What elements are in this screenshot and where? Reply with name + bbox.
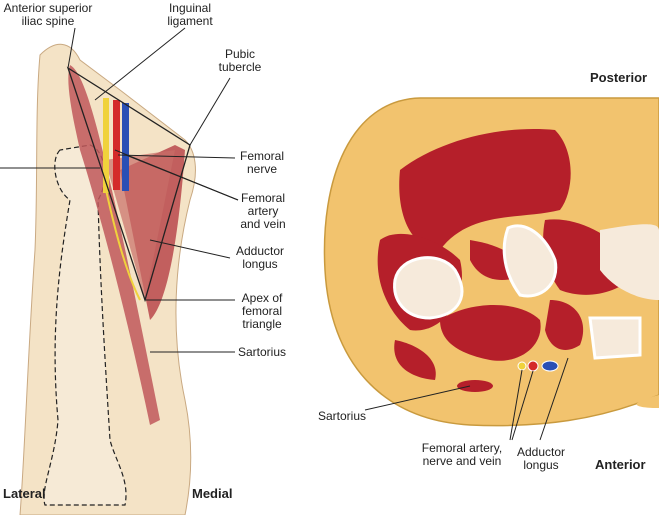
sartorius-section [457, 380, 493, 392]
label-line: Femoral [240, 191, 285, 205]
label-line: artery [247, 204, 279, 218]
label-line: triangle [242, 317, 282, 331]
label-sartorius-left: Sartorius [238, 345, 287, 359]
label-line: tubercle [218, 60, 262, 74]
label-posterior: Posterior [590, 70, 648, 85]
label-line: Anterior superior [3, 1, 93, 15]
label-femoral-vessels-nerve: Femoral artery, nerve and vein [412, 442, 512, 468]
label-pubic-tubercle: Pubic tubercle [212, 48, 268, 74]
label-line: Femoral [239, 149, 284, 163]
label-line: nerve [246, 162, 278, 176]
label-anterior: Anterior [595, 457, 646, 472]
label-adductor-longus: Adductor longus [230, 245, 290, 271]
label-lateral: Lateral [3, 486, 46, 501]
label-line: Femoral artery, [421, 441, 503, 455]
label-adductor-longus-right: Adductor longus [510, 446, 572, 472]
sartorius-muscle [68, 65, 160, 425]
label-medial: Medial [192, 486, 233, 501]
label-line: Pubic [224, 47, 256, 61]
label-femoral-nerve: Femoral nerve [234, 150, 290, 176]
label-line: Adductor [235, 244, 285, 258]
label-line: Adductor [516, 445, 566, 459]
femoral-artery [113, 100, 120, 190]
thigh-anterior-view [0, 27, 239, 515]
label-line: nerve and vein [422, 454, 502, 468]
label-line: iliac spine [21, 14, 75, 28]
label-apex-femoral-triangle: Apex of femoral triangle [234, 292, 290, 331]
label-line: and vein [240, 217, 286, 231]
label-line: femoral [241, 304, 282, 318]
label-sartorius-right: Sartorius [318, 409, 367, 423]
label-asis: Anterior superior iliac spine [0, 2, 96, 28]
label-inguinal-ligament: Inguinal ligament [160, 2, 220, 28]
label-line: ligament [167, 14, 213, 28]
label-femoral-artery-vein: Femoral artery and vein [236, 192, 290, 231]
femoral-vein [122, 103, 129, 191]
label-line: Inguinal [168, 1, 212, 15]
femoral-nerve [103, 98, 109, 193]
label-line: longus [523, 458, 559, 472]
label-line: Apex of [241, 291, 283, 305]
label-line: longus [242, 257, 278, 271]
thigh-cross-section [323, 97, 659, 441]
